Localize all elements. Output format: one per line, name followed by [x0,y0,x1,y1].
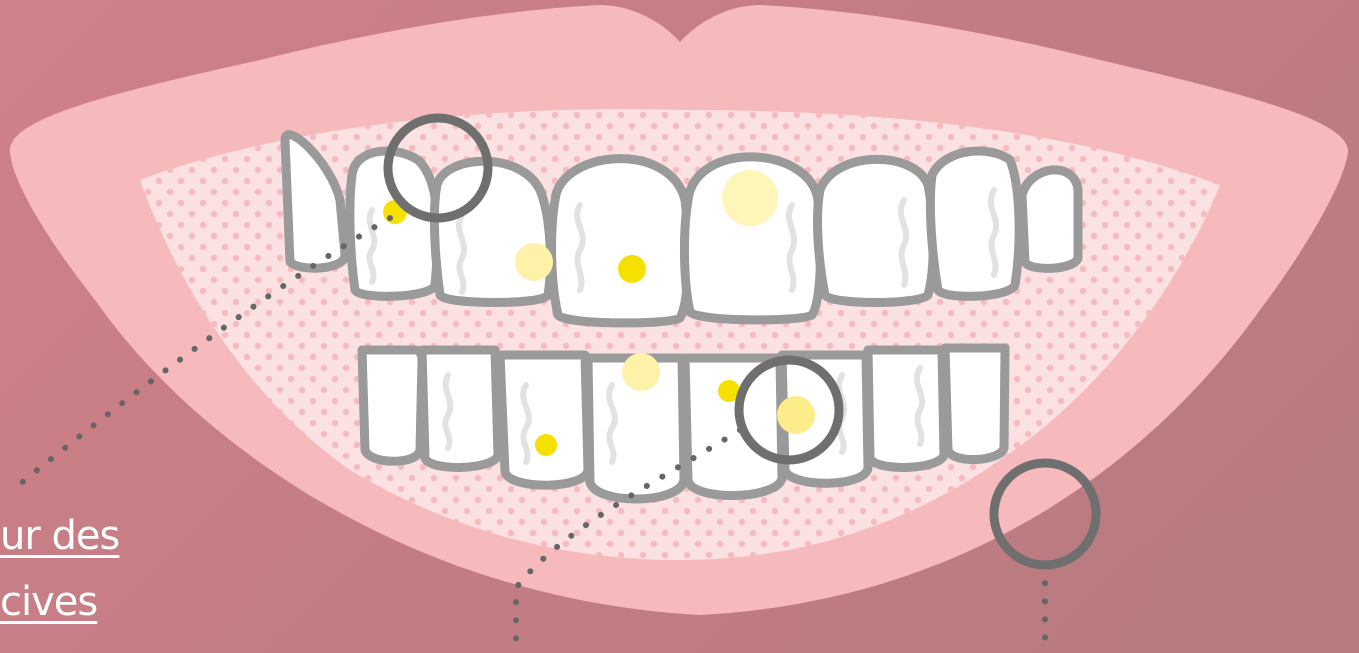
upper-tooth [818,159,934,302]
upper-tooth [1022,170,1078,269]
upper-tooth [552,159,689,323]
lower-tooth [685,358,782,496]
upper-tooth [434,161,550,302]
hotspot-link-line-1[interactable]: ur des [0,516,119,556]
upper-tooth [930,151,1019,296]
lower-tooth [500,355,588,485]
lower-tooth [868,350,944,467]
lower-tooth [422,350,498,467]
hotspot-link-line-2[interactable]: cives [0,582,97,622]
lower-tooth [945,348,1005,460]
lower-tooth [362,350,422,461]
